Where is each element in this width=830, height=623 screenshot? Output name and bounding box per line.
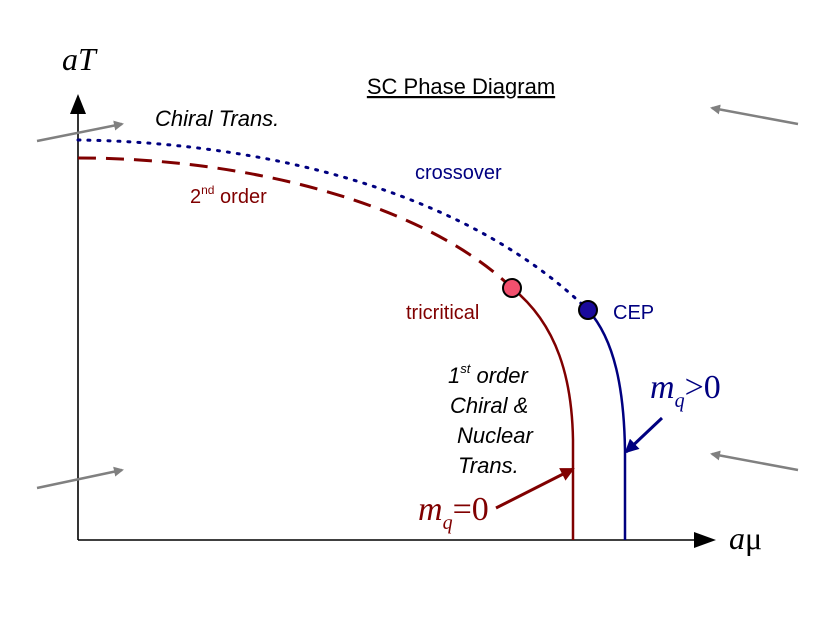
gray-arrow-bottom-left xyxy=(36,466,124,490)
gray-arrow-top-left xyxy=(36,120,124,143)
second-order-text: order xyxy=(214,186,267,208)
chiral-and-label: Chiral & xyxy=(450,393,528,418)
mq-zero-arrow xyxy=(495,467,575,510)
first-order-label: 1st order xyxy=(448,361,530,388)
first-order-line xyxy=(511,287,575,540)
crossover-label: crossover xyxy=(415,162,502,184)
cep-point xyxy=(578,300,598,320)
mq-positive-sub: q xyxy=(675,390,685,412)
second-order-label: 2nd order xyxy=(190,183,267,208)
trans-label: Trans. xyxy=(458,453,519,478)
x-axis-label-prefix: a xyxy=(729,520,745,556)
mq-zero-m: m xyxy=(418,491,443,528)
chiral-trans-label: Chiral Trans. xyxy=(155,106,279,131)
nuclear-label: Nuclear xyxy=(457,423,534,448)
mq-zero-rel: =0 xyxy=(453,491,489,528)
mq-zero-label: mq=0 xyxy=(418,491,489,534)
tricritical-point xyxy=(502,278,522,298)
tricritical-label: tricritical xyxy=(406,302,479,324)
diagram-title: SC Phase Diagram xyxy=(367,74,555,99)
mq-positive-label: mq>0 xyxy=(650,369,721,412)
first-order-text: order xyxy=(470,363,529,388)
first-order-number: 1 xyxy=(448,363,460,388)
mq-zero-sub: q xyxy=(443,512,453,534)
y-axis-arrowhead xyxy=(70,94,86,114)
second-order-line xyxy=(77,156,514,290)
x-axis-label-symbol: μ xyxy=(745,520,762,556)
mq-positive-arrow xyxy=(624,416,664,454)
mq-positive-line xyxy=(587,309,627,540)
mq-positive-rel: >0 xyxy=(685,369,721,406)
gray-arrow-bottom-right xyxy=(710,450,799,472)
mq-positive-m: m xyxy=(650,369,675,406)
x-axis-label: aμ xyxy=(729,520,762,556)
x-axis-arrowhead xyxy=(694,532,716,548)
first-order-superscript: st xyxy=(460,361,472,376)
second-order-superscript: nd xyxy=(201,183,214,197)
gray-arrow-top-right xyxy=(710,104,799,126)
second-order-number: 2 xyxy=(190,186,201,208)
y-axis-label: aT xyxy=(62,41,98,77)
cep-label: CEP xyxy=(613,302,654,324)
